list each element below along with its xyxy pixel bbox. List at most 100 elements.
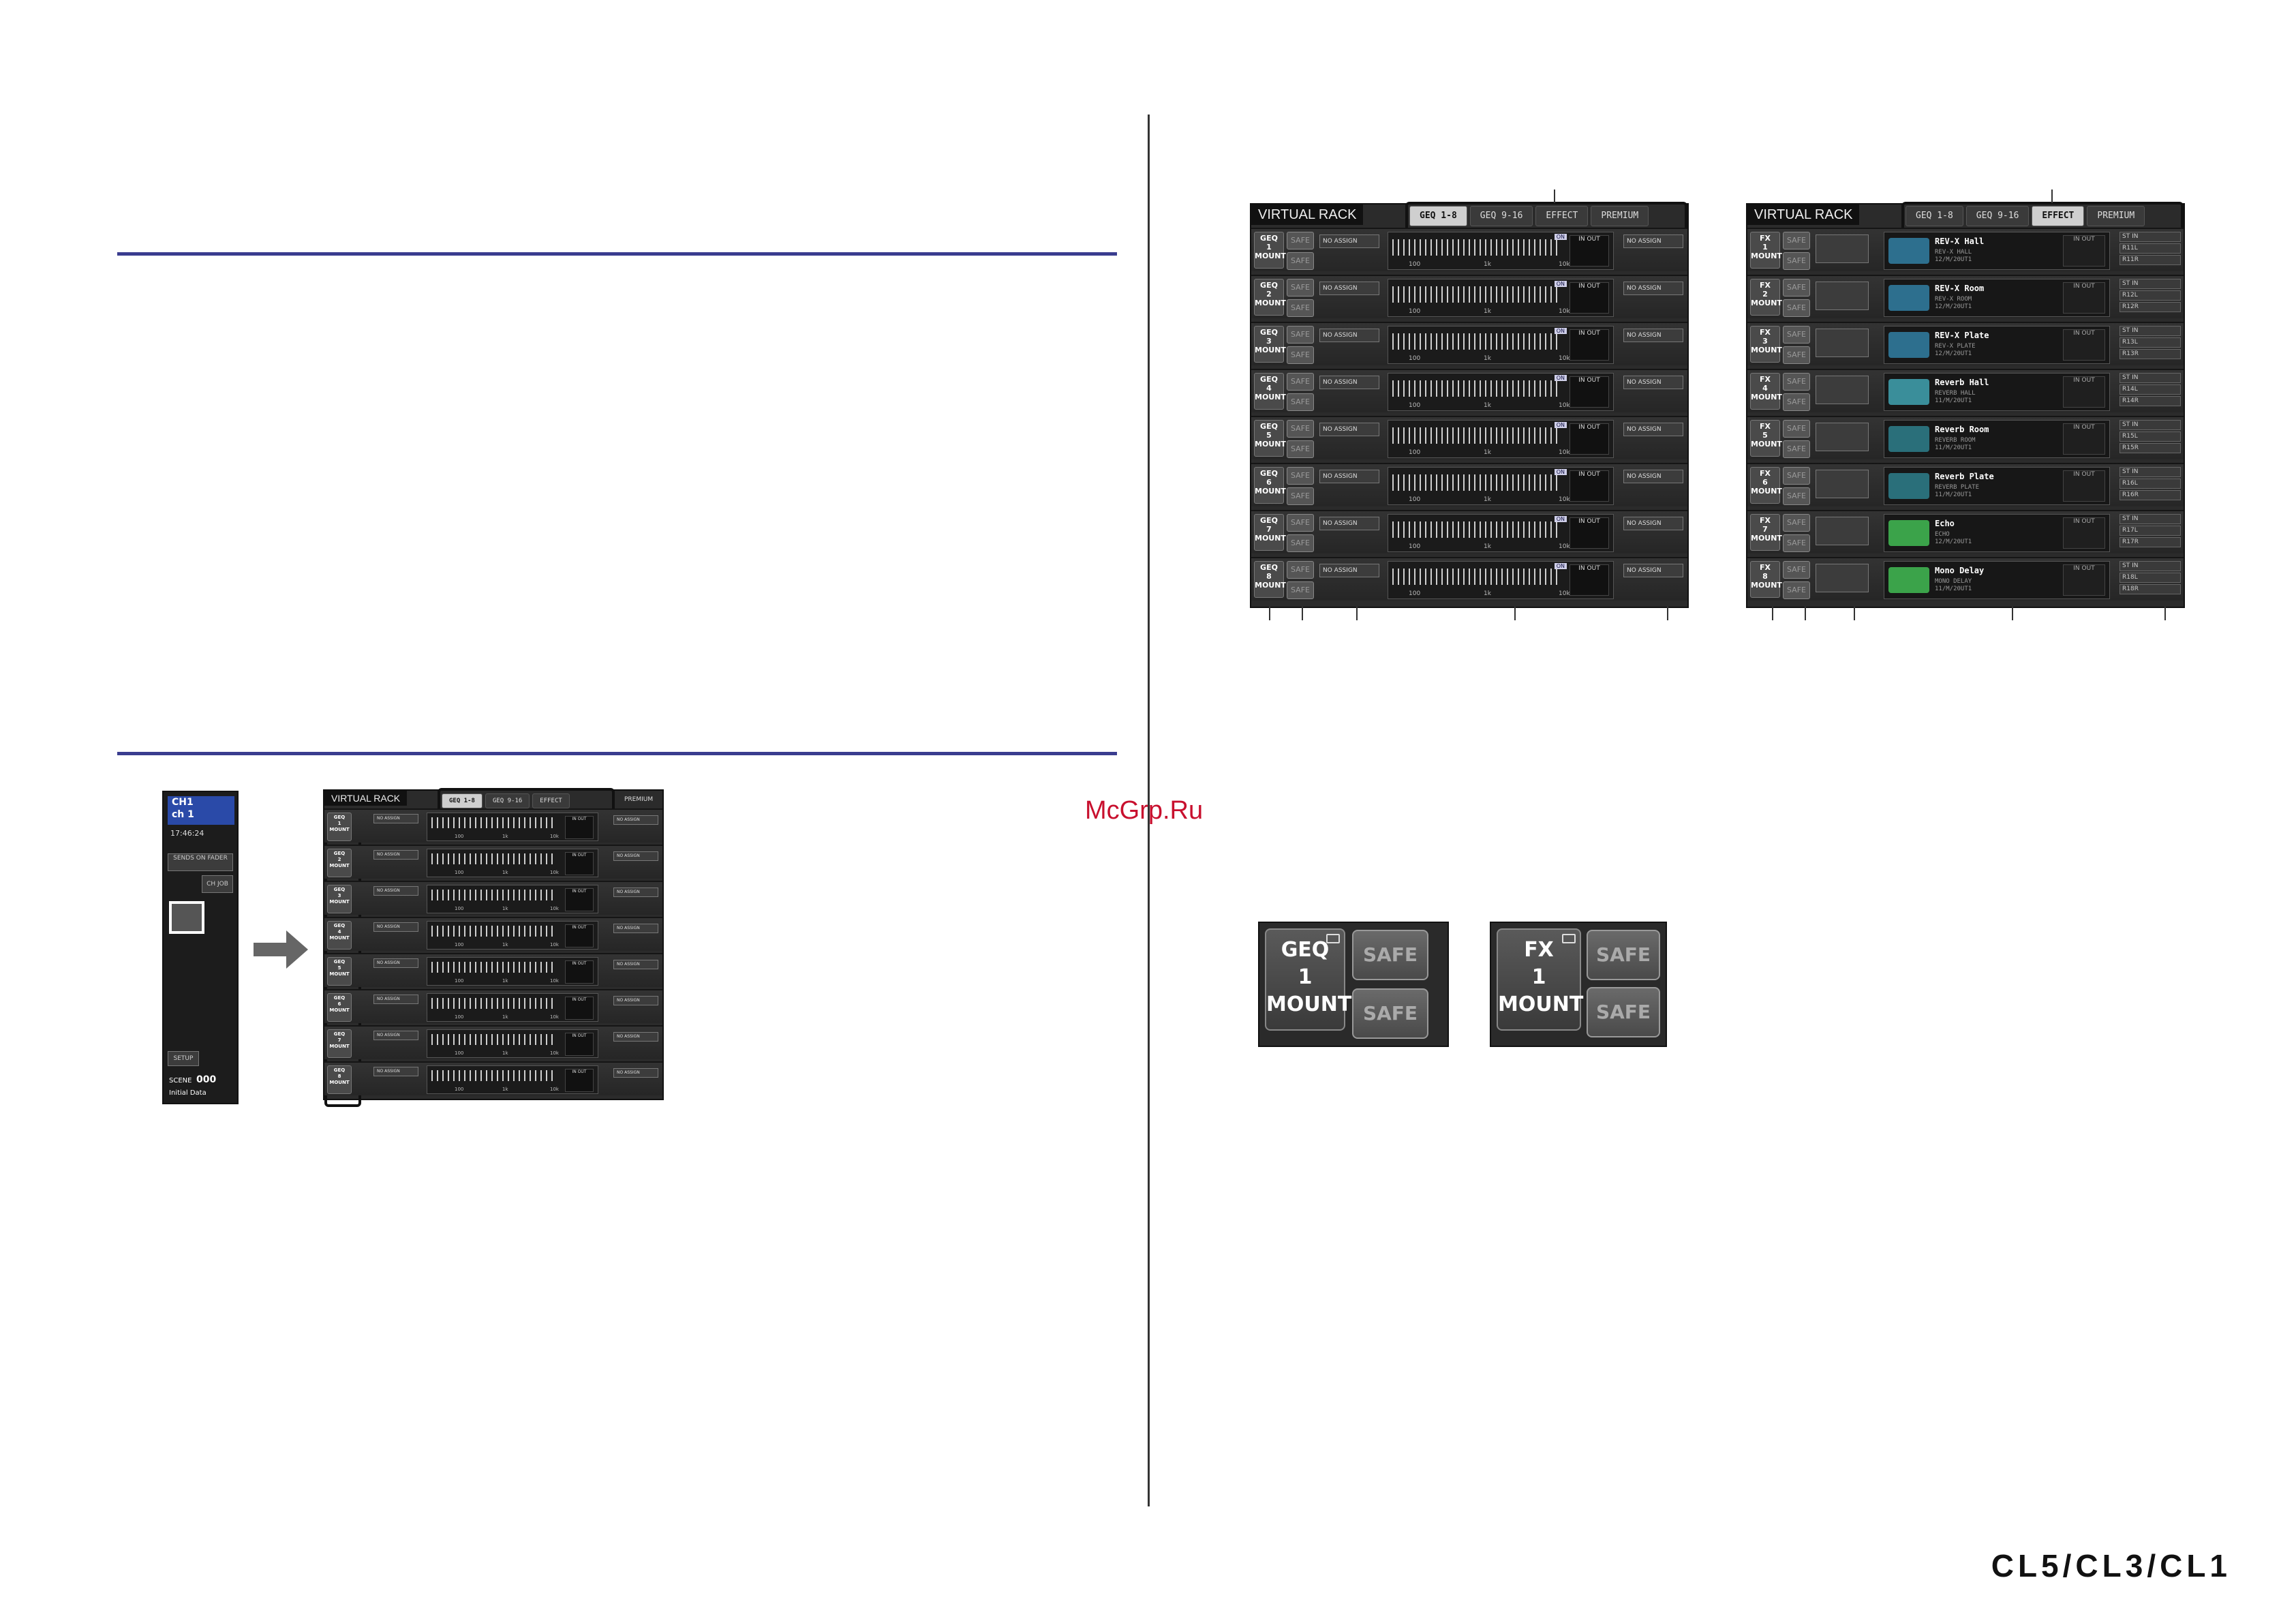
safe-button[interactable]: SAFE [1287,232,1314,249]
mount-button[interactable]: FX 1 MOUNT [1750,232,1782,269]
output-assign-item[interactable]: ST IN [2119,561,2181,571]
output-assign-button[interactable]: NO ASSIGN [1623,282,1683,295]
safe-button[interactable]: SAFE [1287,299,1314,317]
safe-button[interactable]: SAFE [1287,373,1314,391]
output-assign-item[interactable]: ST IN [2119,326,2181,336]
mount-button[interactable]: GEQ 8 MOUNT [327,1065,352,1094]
safe-button[interactable]: SAFE [1287,561,1314,579]
mount-button[interactable]: GEQ 1 MOUNT [1254,232,1286,269]
mount-button[interactable]: GEQ 5 MOUNT [1254,420,1286,457]
output-assign-button[interactable]: NO ASSIGN [613,996,658,1005]
mount-button[interactable]: GEQ 2 MOUNT [327,849,352,877]
output-assign-item[interactable]: R12L [2119,290,2181,301]
output-assign-button[interactable]: NO ASSIGN [613,1032,658,1042]
safe-button[interactable]: SAFE [1287,487,1314,505]
tab-premium[interactable]: PREMIUM [2087,206,2145,226]
output-assign-item[interactable]: R15L [2119,431,2181,442]
input-assign-button[interactable]: NO ASSIGN [373,1067,418,1076]
safe-button[interactable]: SAFE [1783,393,1810,411]
mount-button[interactable]: GEQ 6 MOUNT [1254,467,1286,504]
sends-on-fader-button[interactable]: SENDS ON FADER [168,853,233,871]
tab-geq-9-16[interactable]: GEQ 9-16 [485,793,530,808]
output-assign-item[interactable]: R15R [2119,443,2181,453]
input-assign-button[interactable] [1816,423,1869,451]
safe-button[interactable]: SAFE [1783,346,1810,364]
output-assign-item[interactable]: ST IN [2119,420,2181,430]
geq-mount-button[interactable]: GEQ 1 MOUNT [1265,928,1351,1031]
output-assign-item[interactable]: ST IN [2119,279,2181,289]
input-assign-button[interactable]: NO ASSIGN [1319,470,1379,483]
mount-button[interactable]: FX 6 MOUNT [1750,467,1782,504]
input-assign-button[interactable]: NO ASSIGN [373,1031,418,1040]
mount-button[interactable]: GEQ 5 MOUNT [327,957,352,986]
mount-button[interactable]: GEQ 7 MOUNT [327,1029,352,1058]
input-assign-button[interactable] [1816,470,1869,498]
mount-button[interactable]: GEQ 1 MOUNT [327,813,352,841]
input-assign-button[interactable]: NO ASSIGN [1319,282,1379,295]
output-assign-item[interactable]: R11R [2119,255,2181,265]
output-assign-button[interactable]: NO ASSIGN [1623,470,1683,483]
input-assign-button[interactable]: NO ASSIGN [1319,376,1379,389]
safe-button[interactable]: SAFE [1287,326,1314,344]
tab-geq-1-8[interactable]: GEQ 1-8 [1409,206,1467,226]
safe-button[interactable]: SAFE [1783,534,1810,552]
input-assign-button[interactable] [1816,329,1869,357]
tab-effect[interactable]: EFFECT [532,793,570,808]
safe-button[interactable]: SAFE [1287,420,1314,438]
output-assign-item[interactable]: ST IN [2119,373,2181,383]
fx-mount-button[interactable]: FX 1 MOUNT [1497,928,1583,1031]
tab-effect[interactable]: EFFECT [2032,206,2085,226]
output-assign-button[interactable]: NO ASSIGN [1623,376,1683,389]
safe-button[interactable]: SAFE [1287,581,1314,599]
output-assign-item[interactable]: R16R [2119,490,2181,500]
tab-geq-1-8[interactable]: GEQ 1-8 [1905,206,1963,226]
output-assign-item[interactable]: R17L [2119,526,2181,536]
mount-button[interactable]: FX 5 MOUNT [1750,420,1782,457]
output-assign-item[interactable]: R11L [2119,243,2181,254]
output-assign-button[interactable]: NO ASSIGN [1623,234,1683,248]
output-assign-item[interactable]: R17R [2119,537,2181,547]
setup-button[interactable]: SETUP [168,1051,199,1066]
safe-button[interactable]: SAFE [1783,326,1810,344]
safe-button[interactable]: SAFE [1783,467,1810,485]
input-assign-button[interactable] [1816,517,1869,545]
mount-button[interactable]: GEQ 3 MOUNT [1254,326,1286,363]
input-assign-button[interactable]: NO ASSIGN [1319,234,1379,248]
output-assign-button[interactable]: NO ASSIGN [1623,517,1683,530]
output-assign-button[interactable]: NO ASSIGN [613,888,658,897]
safe-button-1[interactable]: SAFE [1352,930,1428,980]
mount-button[interactable]: GEQ 2 MOUNT [1254,279,1286,316]
safe-button[interactable]: SAFE [1783,279,1810,297]
output-assign-button[interactable]: NO ASSIGN [613,815,658,825]
safe-button[interactable]: SAFE [1287,346,1314,364]
safe-button[interactable]: SAFE [1783,299,1810,317]
safe-button-2[interactable]: SAFE [1587,987,1660,1037]
safe-button[interactable]: SAFE [1783,487,1810,505]
safe-button[interactable]: SAFE [1783,440,1810,458]
safe-button[interactable]: SAFE [1783,561,1810,579]
channel-box[interactable]: CH1 ch 1 [168,796,234,825]
safe-button[interactable]: SAFE [1783,373,1810,391]
mount-button[interactable]: FX 7 MOUNT [1750,514,1782,551]
output-assign-item[interactable]: R14L [2119,384,2181,395]
